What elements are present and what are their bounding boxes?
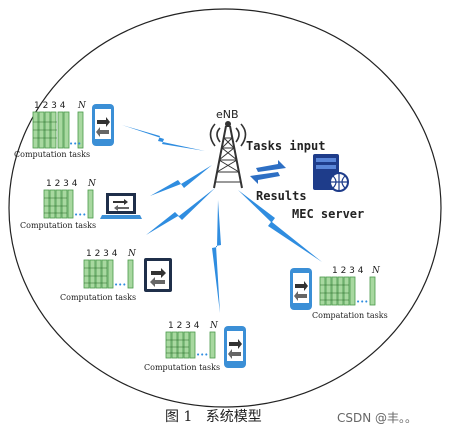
task-n-label: N: [209, 321, 219, 331]
link-to-cluster-3: [146, 188, 215, 235]
task-n-label: N: [87, 179, 97, 189]
link-to-cluster-1: [122, 125, 205, 151]
svg-text:•••: •••: [196, 351, 208, 359]
results-label: Results: [256, 189, 307, 203]
cell-tower-icon: [209, 121, 247, 189]
task-bars: [165, 331, 216, 359]
link-to-cluster-2: [150, 165, 212, 196]
figure-caption: 图 1 系统模型: [165, 409, 262, 425]
task-indices: 1 2 3 4: [332, 266, 364, 276]
task-indices: 1 2 3 4: [46, 179, 78, 189]
link-to-cluster-4: [212, 200, 221, 313]
enb-label: eNB: [216, 108, 239, 121]
svg-text:•••: •••: [74, 211, 86, 219]
task-n-label: N: [371, 266, 381, 276]
wireless-links: [122, 125, 322, 313]
tasks-input-label: Tasks input: [246, 139, 325, 153]
phone-icon: [224, 326, 246, 368]
task-bars: [83, 259, 134, 289]
task-bars: [319, 276, 376, 306]
task-cluster-4: 1 2 3 4 N ••• Computation tasks: [144, 321, 246, 372]
cluster-caption: Computation tasks: [20, 221, 96, 230]
task-indices: 1 2 3 4: [86, 249, 118, 259]
task-cluster-1: 1 2 3 4 N ••• Computation tasks: [14, 101, 114, 159]
exchange-arrows-icon: [250, 160, 286, 184]
phone-icon: [290, 268, 312, 310]
tablet-icon: [144, 258, 172, 292]
svg-text:•••: •••: [69, 140, 81, 148]
task-n-label: N: [127, 249, 137, 259]
task-bars: [43, 189, 94, 219]
laptop-icon: [100, 193, 142, 219]
cluster-caption: Computation tasks: [14, 150, 90, 159]
mec-server-label: MEC server: [292, 207, 364, 221]
phone-icon: [92, 104, 114, 146]
watermark: CSDN @丰。。: [337, 411, 418, 425]
svg-text:•••: •••: [356, 298, 368, 306]
svg-text:•••: •••: [114, 281, 126, 289]
cluster-caption: Computation tasks: [144, 363, 220, 372]
task-n-label: N: [77, 101, 87, 111]
task-indices: 1 2 3 4: [168, 321, 200, 331]
cluster-caption: Computation tasks: [60, 293, 136, 302]
server-icon: [313, 154, 349, 192]
task-indices: 1 2 3 4: [34, 101, 66, 111]
task-cluster-2: 1 2 3 4 N ••• Computation tasks: [20, 179, 142, 230]
link-to-cluster-5: [238, 190, 322, 262]
task-cluster-3: 1 2 3 4 N ••• Computation tasks: [60, 249, 172, 302]
task-cluster-5: 1 2 3 4 N ••• Compatation tasks: [290, 266, 388, 320]
coverage-area-circle: [8, 8, 442, 408]
cluster-caption: Compatation tasks: [312, 311, 388, 320]
